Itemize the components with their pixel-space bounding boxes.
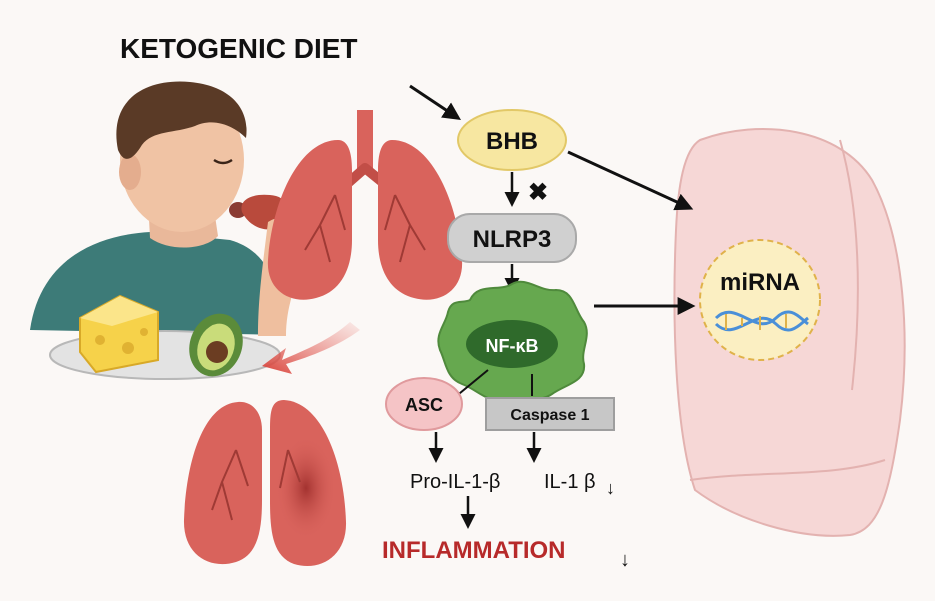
nfkb-label: NF-κB <box>485 336 538 356</box>
asc-label: ASC <box>405 395 443 415</box>
lungs-inflamed <box>183 400 347 567</box>
title: KETOGENIC DIET <box>120 33 358 64</box>
ear <box>119 154 141 190</box>
il-down-arrow: ↓ <box>606 478 615 498</box>
eye <box>213 158 233 165</box>
hair <box>116 81 247 159</box>
mirna-circle <box>699 239 821 361</box>
pro-il-label: Pro-IL-1-β <box>410 471 500 493</box>
nlrp3-node <box>447 213 577 263</box>
avocado-pit <box>206 341 228 363</box>
inflammation-label: INFLAMMATION <box>382 537 566 564</box>
bhb-node <box>457 109 567 171</box>
red-curved-arrow <box>262 322 360 374</box>
asc-node <box>385 377 463 431</box>
caspase-label: Caspase 1 <box>510 407 589 424</box>
inhibit-mark: ✖ <box>528 179 548 206</box>
left-lung-top <box>267 140 352 300</box>
inflammation-down-arrow: ↓ <box>620 549 630 571</box>
trachea <box>357 110 373 170</box>
person-illustration <box>30 81 304 336</box>
arrow-diet-to-bhb <box>409 84 461 120</box>
shirt <box>30 232 285 335</box>
lungs-healthy <box>267 110 463 300</box>
lung-large: miRNA <box>673 128 906 537</box>
nfkb-core <box>466 320 558 368</box>
dna-icon <box>714 310 809 332</box>
il-label: IL-1 β <box>544 471 596 493</box>
nlrp3-label: NLRP3 <box>473 226 552 253</box>
mirna-label: miRNA <box>720 269 800 296</box>
arrow-bhb-to-lung <box>567 150 694 211</box>
inflamed-area <box>276 436 336 540</box>
bhb-label: BHB <box>486 128 538 155</box>
right-lung-top <box>378 140 463 300</box>
caspase-node <box>485 397 615 431</box>
